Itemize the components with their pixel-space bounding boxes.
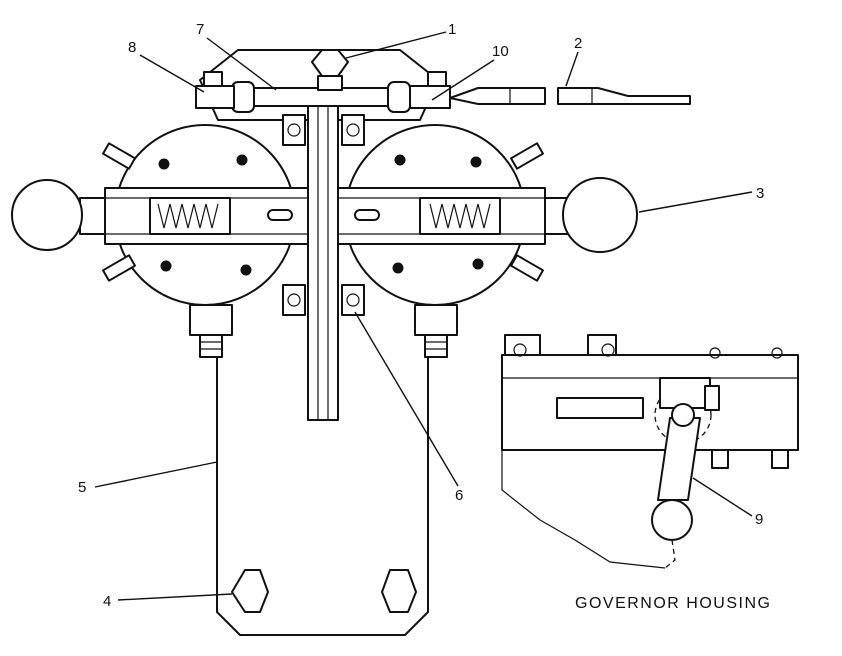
- weight-ball-right: [562, 177, 638, 253]
- disc-studs: [102, 142, 544, 282]
- callout-3: 3: [756, 185, 764, 202]
- leader-lines: [94, 31, 753, 601]
- linkage-rod: [449, 87, 691, 105]
- hex-bolt-right: [381, 569, 417, 613]
- inset-caption: GOVERNOR HOUSING: [575, 595, 771, 612]
- weight-ball-left: [11, 179, 83, 251]
- callout-9: 9: [755, 511, 763, 528]
- top-linkage: [195, 49, 451, 113]
- callout-2: 2: [574, 35, 582, 52]
- callout-7: 7: [196, 21, 204, 38]
- callout-labels: 1 2 3 4 5 6 7 8 9 10: [78, 21, 764, 610]
- callout-1: 1: [448, 21, 456, 38]
- callout-4: 4: [103, 593, 111, 610]
- callout-6: 6: [455, 487, 463, 504]
- callout-10: 10: [492, 43, 509, 60]
- callout-5: 5: [78, 479, 86, 496]
- mounting-bracket: [216, 330, 429, 636]
- lower-fittings: [189, 304, 458, 358]
- center-shaft: [282, 99, 365, 421]
- governor-housing-inset: [501, 334, 799, 569]
- callout-8: 8: [128, 39, 136, 56]
- hex-bolt-left: [231, 569, 269, 613]
- housing-weight-ball: [651, 499, 693, 541]
